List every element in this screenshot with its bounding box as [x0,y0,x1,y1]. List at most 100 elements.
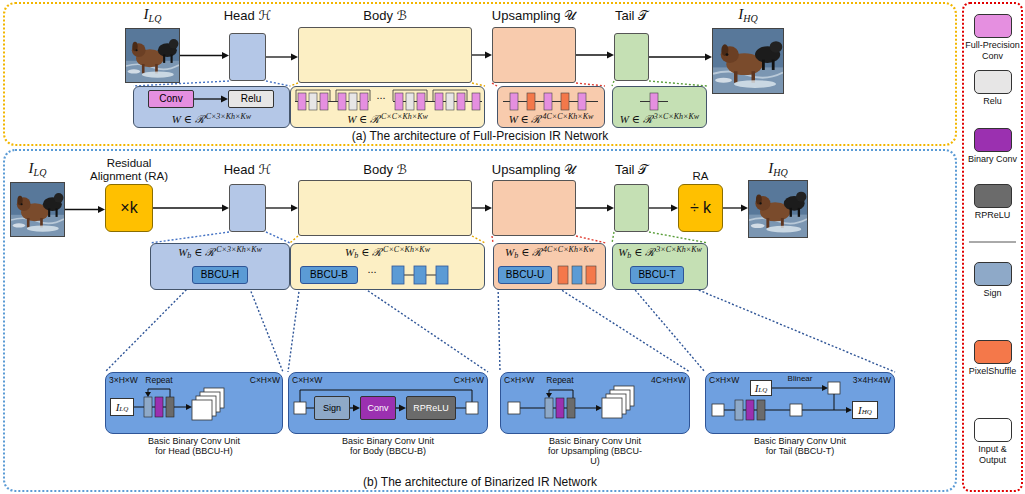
block-title: Head ℋ [169,8,326,24]
symbol-main: I [29,160,34,177]
connector-line [576,207,609,208]
sign-box: Sign [314,396,350,420]
operator-label: ×k [120,199,137,217]
upsampling-block: Upsampling 𝒰 [492,27,576,83]
block-heading: Tail 𝒯 [554,8,709,24]
box-label: BBCU-H [201,269,239,281]
block-heading: Body ℬ [238,162,532,178]
formula-superscript: 4C×C×Kh×Kw [542,112,593,122]
legend-label-area: Relu [964,96,1021,107]
formula-subscript: b [627,251,631,261]
formula-superscript: C×C×Kh×Kw [383,245,430,255]
wire [772,388,822,389]
block-title: RA [657,170,745,183]
wire [834,394,835,410]
block [144,397,152,417]
alignment-box: Residual Alignment (RA)×k [105,184,153,232]
bbcu-box: BBCU-T [630,266,684,284]
connector-line [630,284,895,372]
image-label: ILQ [85,6,220,23]
head-block: Head ℋ [229,184,266,232]
block-heading: Body ℬ [238,8,532,24]
unit-caption: Basic Binary Conv Unit for Tail (BBCU-T) [750,436,851,456]
box-label: Conv [367,402,388,414]
formula-row: Wb∈ ℛC×3×Kh×Kw [151,246,289,259]
connector [266,54,298,61]
formula-text: W [345,246,354,259]
photo [713,29,783,93]
symbol-subscript: HQ [773,167,787,179]
block-heading: Upsampling 𝒰 [432,162,636,178]
tail-block: Tail 𝒯 [614,184,649,232]
symbol-subscript: LQ [149,13,162,25]
tail-block: Tail 𝒯 [614,33,649,81]
arrowhead [741,205,748,212]
input-image: ILQ [10,182,65,237]
connector [472,52,492,59]
connector [472,205,492,212]
connector-line [105,284,283,372]
arrowhead [145,392,151,397]
legend-swatch [974,340,1012,364]
arrowhead [822,385,828,391]
block [572,266,582,284]
connector [498,284,690,372]
caption-area: (a) The architecture of Full-Precision I… [5,130,955,143]
input-image: ILQ [125,28,180,83]
block [294,402,306,414]
block-heading: Head ℋ [169,8,326,24]
legend-text: Input & Output [964,444,1021,465]
legend-label-area: PixelShuffle [964,366,1021,377]
legend-swatch [974,418,1012,442]
formula-text: W [618,246,627,259]
connector [153,205,229,212]
arrowhead [222,205,229,212]
group [298,93,480,110]
block [602,398,622,418]
unit-caption: Basic Binary Conv Unit for Head (BBCU-H) [144,436,245,456]
formula-text: W ∈ ℛ [172,113,205,126]
block [586,266,596,284]
block [392,266,404,284]
block [338,93,346,110]
block [828,382,840,394]
connector [649,54,712,61]
formula-superscript: C×3×Kh×Kw [216,245,262,255]
arrowhead [222,52,229,59]
unit-caption-area: Basic Binary Conv Unit for Head (BBCU-H) [144,436,245,456]
panel-caption: (b) The architecture of Binarized IR Net… [5,476,955,489]
conv-box: Conv [148,90,194,108]
connector-line [266,56,293,57]
formula-subscript: b [514,251,518,261]
connector [350,405,360,412]
rprelu-box: RPReLU [406,396,456,420]
formula-row: W ∈ ℛ3×C×Kh×Kw [613,113,706,126]
connector-line [612,232,708,243]
arrowhead [546,393,552,398]
block-heading: Head ℋ [169,162,326,178]
connector-line [288,284,488,372]
formula-row: W ∈ ℛ4C×C×Kh×Kw [498,113,604,126]
symbol-main: I [858,404,862,416]
connector-line [472,54,487,55]
legend-text: Sign [964,288,1021,299]
bbcu-box: BBCU-B [300,266,358,284]
dog-photo [126,29,179,82]
operator-label: ÷ k [690,199,711,217]
block [757,400,765,420]
formula-text: W ∈ ℛ [620,113,653,126]
upsampling-block: Upsampling 𝒰 [492,180,576,236]
conv-box: Conv [360,396,396,420]
connector-line [649,56,707,57]
detail-panel: Wb∈ ℛ3×C×Kh×KwBBCU-T [612,243,708,290]
group [510,93,586,110]
block [155,397,163,417]
legend-text: RPReLU [964,210,1021,221]
arrowhead [705,54,712,61]
connector-line [492,236,606,243]
bbcu-box: BBCU-H [192,266,248,284]
dog-photo [11,183,64,236]
legend-swatch [974,262,1012,286]
block [650,93,658,110]
legend-swatch [974,184,1012,208]
